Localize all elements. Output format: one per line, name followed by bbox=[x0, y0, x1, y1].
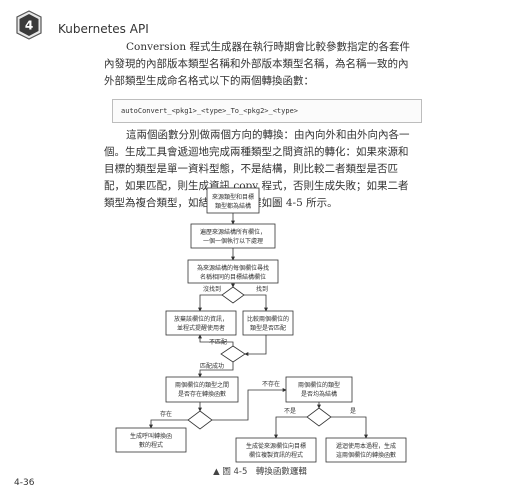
node-loop-line2: 一個一個執行以下處理 bbox=[203, 237, 263, 245]
decision-struct bbox=[306, 407, 332, 427]
node-gen-call bbox=[115, 427, 187, 453]
node-checkfunc-line1: 兩個欄位的類型之間 bbox=[175, 381, 229, 389]
node-notify-user bbox=[165, 310, 237, 336]
node-start bbox=[206, 187, 260, 214]
edge-label-yes: 是 bbox=[350, 408, 356, 415]
chapter-title: Kubernetes API bbox=[58, 22, 149, 36]
node-check-struct bbox=[285, 376, 353, 403]
node-find-line1: 為來源結構的每個欄位尋找 bbox=[197, 264, 269, 272]
node-gen-copy bbox=[235, 437, 317, 463]
edge-label-match: 匹配成功 bbox=[200, 362, 224, 370]
edge-label-no: 不是 bbox=[284, 408, 296, 415]
node-checkstruct-line1: 兩個欄位的類型 bbox=[298, 381, 340, 389]
figure-caption: ▲ 圖 4-5 轉換函數邏輯 bbox=[213, 467, 307, 477]
node-compare-types bbox=[242, 310, 294, 336]
node-checkstruct-line2: 是否均為結構 bbox=[301, 390, 337, 398]
code-snippet: autoConvert_<pkg1>_<type>_To_<pkg2>_<typ… bbox=[112, 99, 422, 123]
page-number: 4-36 bbox=[14, 478, 35, 488]
node-gencopy-line1: 生成從來源欄位向目標 bbox=[246, 442, 306, 450]
edge-label-no-match: 不匹配 bbox=[209, 339, 227, 346]
node-notify-line2: 並程式提醒使用者 bbox=[177, 324, 225, 332]
node-loop-line1: 遍歷來源結構所有欄位， bbox=[200, 228, 266, 236]
node-gencall-line2: 數的程式 bbox=[139, 441, 163, 449]
intro-paragraph: Conversion 程式生成器在執行時期會比較參數指定的各套件內發現的內部版本… bbox=[104, 41, 410, 87]
node-recurse-line1: 遞迴使用本過程，生成 bbox=[336, 442, 396, 450]
node-checkfunc-line2: 是否存在轉換函數 bbox=[178, 390, 226, 398]
node-compare-line2: 類型是否匹配 bbox=[250, 324, 286, 332]
decision-func-exists bbox=[187, 410, 213, 430]
chapter-badge-icon: 4 bbox=[16, 10, 42, 40]
node-notify-line1: 放棄該欄位的資訊， bbox=[174, 315, 228, 323]
edge-label-exists: 存在 bbox=[160, 410, 172, 418]
decision-found bbox=[221, 286, 245, 304]
decision-match bbox=[220, 345, 246, 363]
node-start-line2: 類型都為結構 bbox=[215, 202, 251, 210]
node-check-func bbox=[165, 376, 239, 403]
node-find-target bbox=[187, 259, 279, 284]
node-gencopy-line2: 欄位複製資訊的程式 bbox=[249, 451, 303, 459]
edge-label-found: 找到 bbox=[256, 285, 268, 293]
node-compare-line1: 比較兩個欄位的 bbox=[247, 315, 289, 323]
node-recurse-line2: 這兩個欄位的轉換函數 bbox=[336, 451, 396, 459]
node-recurse bbox=[325, 437, 407, 463]
node-gencall-line1: 生成呼叫轉換函 bbox=[130, 432, 172, 440]
chapter-number: 4 bbox=[25, 19, 33, 33]
edge-label-not-exists: 不存在 bbox=[262, 380, 280, 388]
node-find-line2: 名稱相同的目標結構欄位 bbox=[200, 273, 266, 281]
node-start-line1: 來源類型和目標 bbox=[212, 193, 254, 201]
node-loop bbox=[190, 223, 276, 249]
edge-label-not-found: 沒找到 bbox=[203, 285, 221, 293]
